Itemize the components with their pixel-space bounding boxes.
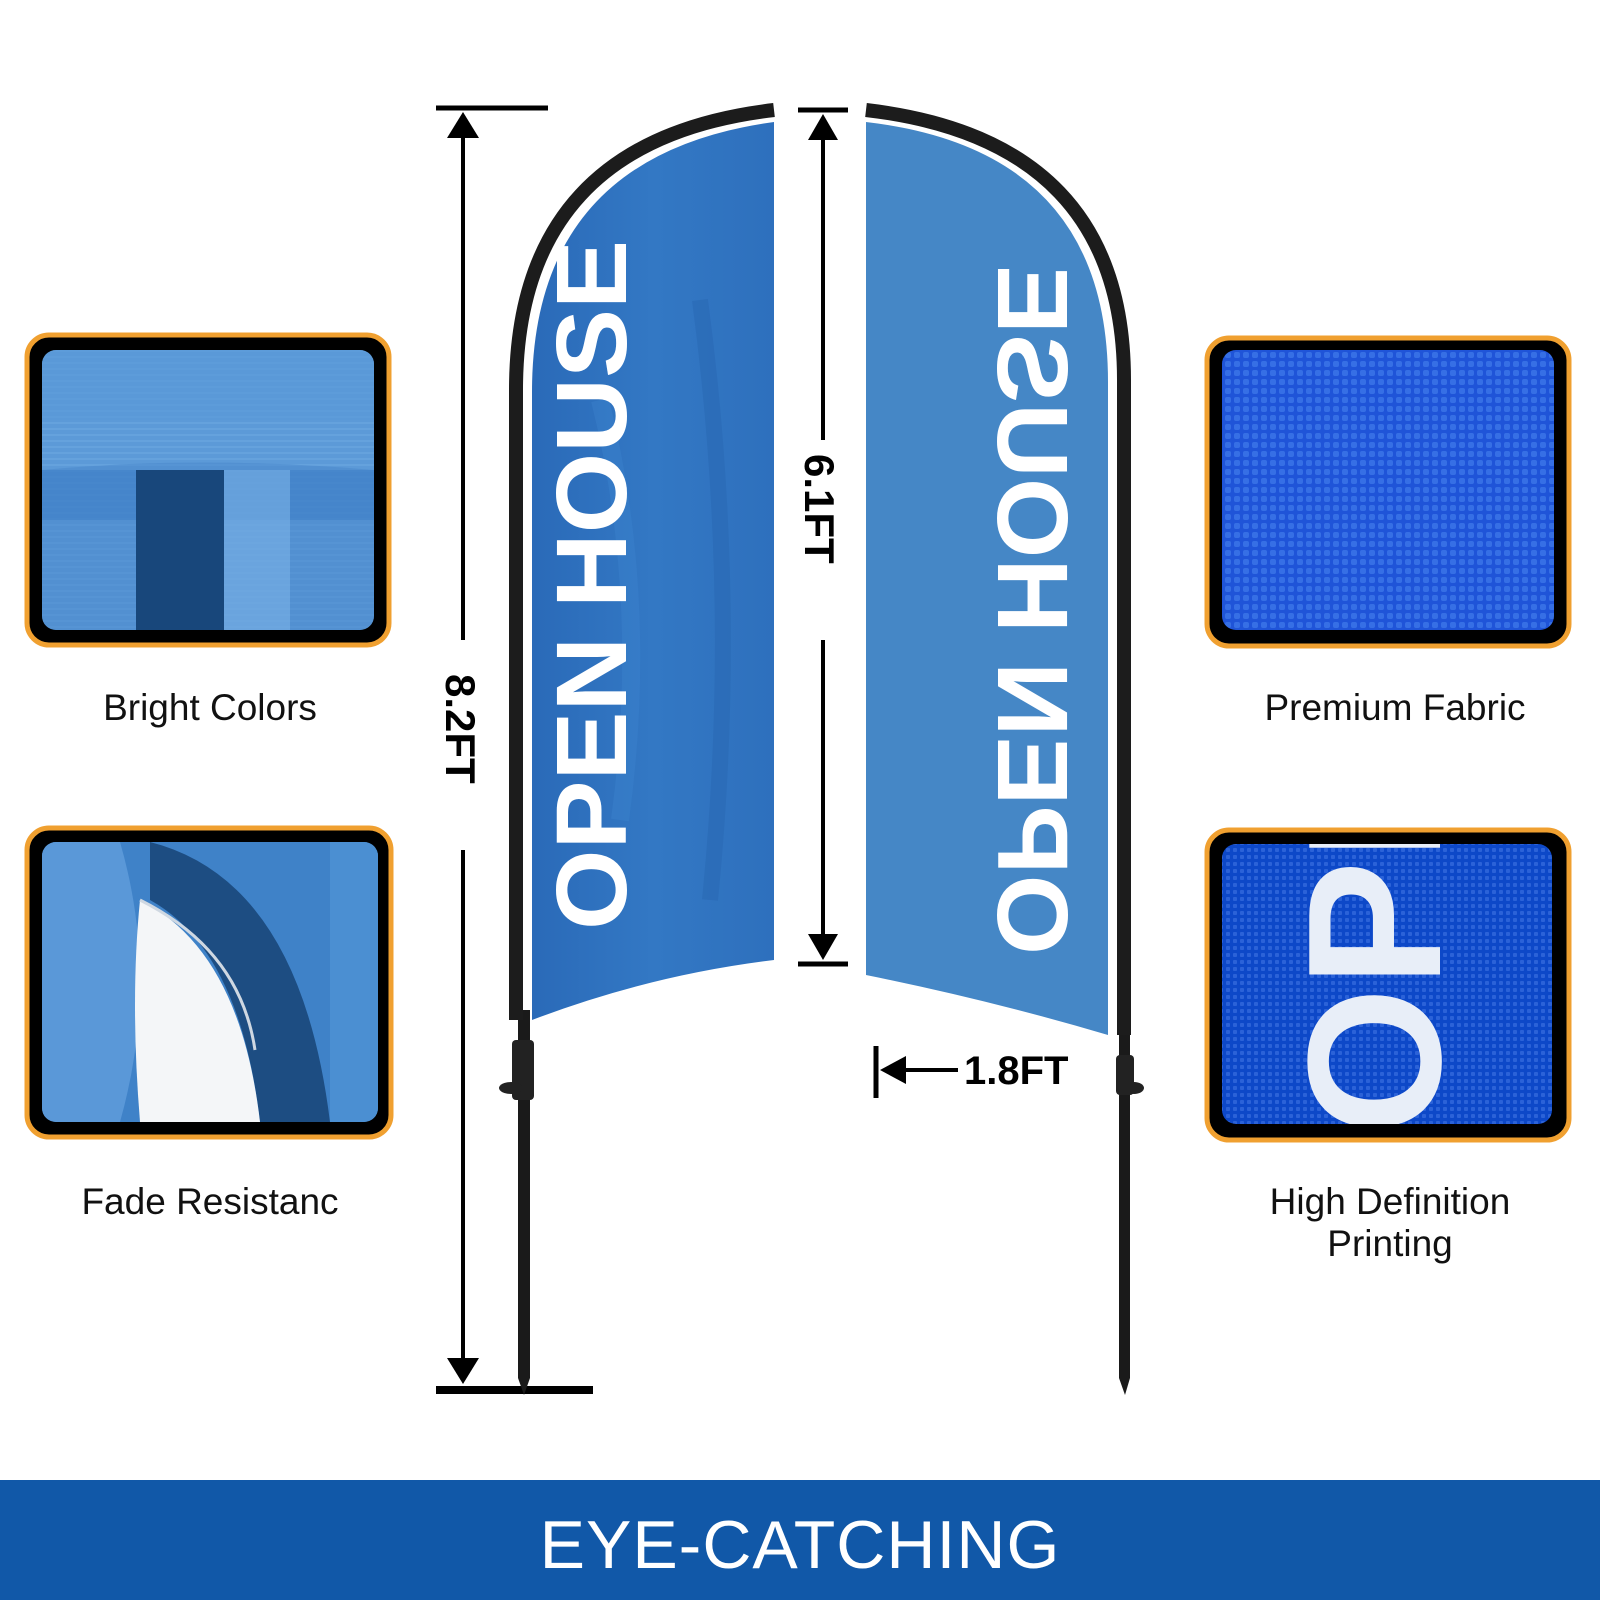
flag-width-dimension: 1.8FT <box>873 1046 1068 1098</box>
fade-resistance-label: Fade Resistanc <box>81 1181 339 1222</box>
fade-resistance-swatch <box>24 825 394 1140</box>
premium-fabric-label: Premium Fabric <box>1264 687 1526 728</box>
bright-colors-swatch <box>24 332 392 648</box>
bottom-banner <box>0 1480 1600 1600</box>
total-height-label: 8.2FT <box>437 674 484 784</box>
bright-colors-label: Bright Colors <box>103 687 317 728</box>
front-flag-text: OPEN HOUSE <box>536 240 648 930</box>
premium-fabric-swatch <box>1204 335 1572 649</box>
flag-height-dimension: 6.1FT <box>796 107 848 967</box>
banner-title: EYE-CATCHING <box>539 1507 1061 1583</box>
swatch-print-text: OPE <box>1269 734 1481 1135</box>
total-height-dimension: 8.2FT <box>436 105 593 1394</box>
hd-printing-swatch: OPE <box>1204 734 1572 1143</box>
hd-printing-label-line2: Printing <box>1327 1223 1453 1264</box>
back-flag: OPEN HOUSE <box>865 103 1144 1395</box>
flag-height-label: 6.1FT <box>796 454 843 564</box>
flag-width-label: 1.8FT <box>964 1049 1068 1093</box>
back-flag-text: OPEN HOUSE <box>976 265 1088 955</box>
hd-printing-label-line1: High Definition <box>1269 1181 1511 1222</box>
front-flag: OPEN HOUSE <box>499 103 775 1395</box>
